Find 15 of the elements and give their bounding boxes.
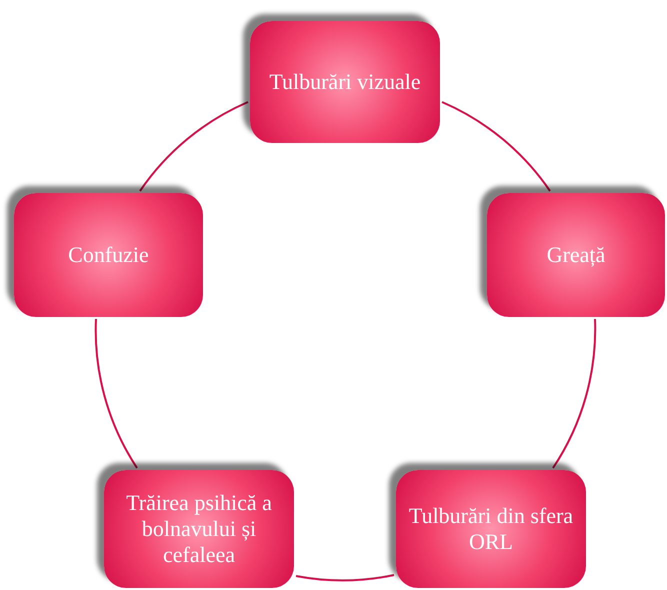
rounded-box	[250, 21, 440, 143]
box-label: Tulburări din sfera ORL	[408, 503, 574, 555]
connector-arc	[442, 101, 551, 192]
connector-arc	[95, 318, 138, 468]
box-label: Tulburări vizuale	[269, 69, 421, 95]
rounded-box	[487, 193, 665, 317]
rounded-box	[14, 193, 203, 317]
box-label: Confuzie	[68, 242, 149, 268]
connector-arc	[296, 574, 394, 582]
box-label: Greață	[546, 242, 606, 268]
connector-arc	[552, 318, 596, 468]
rounded-box	[396, 470, 586, 588]
connector-arc	[139, 101, 248, 192]
box-label: Trăirea psihică a bolnavului și cefaleea	[125, 490, 273, 568]
rounded-box	[104, 470, 294, 588]
